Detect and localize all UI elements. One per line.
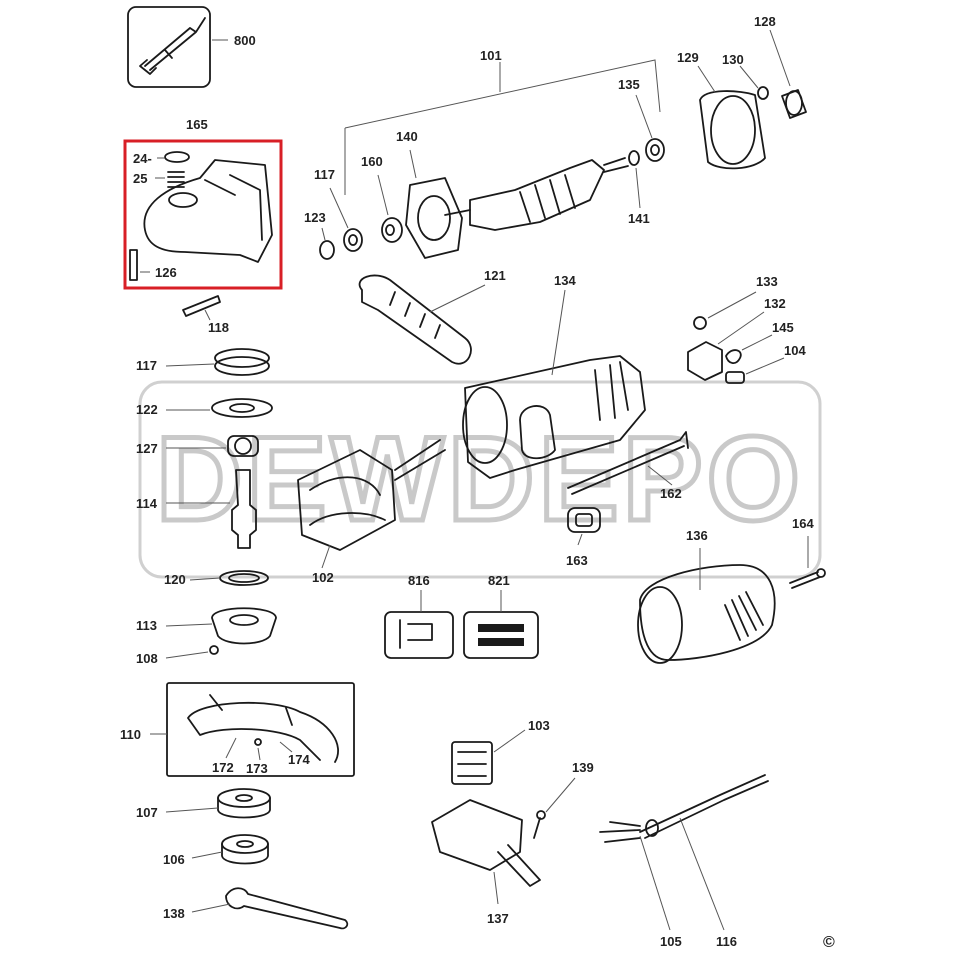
callout-label: 174	[288, 752, 310, 767]
part-116-cord-guard	[639, 774, 769, 931]
callout-label: 103	[528, 718, 550, 733]
part-165-gear-housing	[129, 151, 273, 281]
callout-label: 117	[314, 167, 335, 182]
callout-label: 165	[186, 117, 208, 132]
callout-label: 160	[361, 154, 383, 169]
part-129-rear-cap	[697, 65, 766, 170]
watermark-text: DEWDEPO	[156, 412, 804, 546]
callout-label: 110	[120, 727, 141, 742]
callout-label: 121	[484, 268, 506, 283]
callout-label: 136	[686, 528, 708, 543]
part-133-screw	[693, 291, 757, 330]
part-821-label	[463, 590, 539, 659]
part-164-screw	[789, 536, 826, 589]
part-106-nut	[191, 834, 269, 865]
callout-label: 118	[208, 320, 229, 335]
callout-label: 113	[136, 618, 157, 633]
callout-label: 164	[792, 516, 814, 531]
part-113-flange	[165, 607, 277, 645]
callout-label: 25	[133, 171, 147, 186]
part-136-rear-cover	[637, 548, 776, 664]
callout-label: 101	[480, 48, 502, 63]
callout-label: 132	[764, 296, 786, 311]
part-137-switch-housing	[431, 799, 541, 905]
callout-label: 162	[660, 486, 682, 501]
callout-label: 122	[136, 402, 158, 417]
callout-label: 24-	[133, 151, 152, 166]
callout-label: 173	[246, 761, 268, 776]
part-127-bearing	[166, 435, 259, 457]
callout-label: 145	[772, 320, 794, 335]
part-101-bracket	[344, 59, 661, 195]
watermark: DEWDEPO	[138, 380, 822, 579]
part-141-washer	[628, 150, 641, 209]
part-130-washer	[739, 65, 769, 100]
callout-label: 134	[554, 273, 576, 288]
callout-label: 120	[164, 572, 186, 587]
callout-label: 116	[716, 934, 737, 949]
highlight-box-165	[123, 139, 283, 290]
callout-label: 135	[618, 77, 640, 92]
part-118-bolt	[182, 295, 221, 321]
part-122-washer	[166, 398, 273, 418]
callouts: 800 165 24- 25 126 118 117 122 127 114 1…	[120, 14, 814, 949]
callout-label: 128	[754, 14, 776, 29]
copyright-mark: ©	[823, 934, 835, 951]
part-103-switch	[451, 729, 526, 785]
callout-label: 108	[136, 651, 158, 666]
part-132-brush-holder	[687, 311, 765, 381]
part-139-screw	[533, 777, 576, 839]
part-120-ring	[189, 570, 269, 586]
callout-label: 117	[136, 358, 157, 373]
copyright-text: ©	[823, 934, 835, 951]
callout-label: 816	[408, 573, 430, 588]
part-128-bearing	[769, 29, 807, 119]
part-117-bushing	[329, 187, 363, 252]
part-134-motor-housing	[462, 289, 646, 479]
callout-label: 126	[155, 265, 177, 280]
callout-label: 140	[396, 129, 418, 144]
callout-label: 800	[234, 33, 256, 48]
part-114-spindle	[166, 469, 257, 549]
part-160-bearing	[377, 174, 403, 243]
part-800-tool-icon	[127, 6, 228, 88]
part-145-spring	[725, 334, 773, 364]
part-107-flange	[165, 788, 271, 819]
callout-label: 137	[487, 911, 509, 926]
part-108-screw	[165, 645, 219, 659]
callout-label: 123	[304, 210, 326, 225]
callout-label: 130	[722, 52, 744, 67]
callout-label: 127	[136, 441, 158, 456]
callout-label: 139	[572, 760, 594, 775]
part-163-switch-button	[567, 507, 601, 546]
part-123-ring	[319, 227, 335, 260]
callout-label: 172	[212, 760, 234, 775]
part-117-gear	[165, 348, 270, 376]
part-110-guard-assembly	[150, 682, 355, 777]
callout-label: 107	[136, 805, 158, 820]
part-armature	[444, 157, 629, 231]
part-138-wrench	[191, 887, 349, 930]
part-121-side-handle	[358, 274, 486, 365]
callout-label: 163	[566, 553, 588, 568]
part-816-label	[384, 590, 454, 659]
callout-label: 106	[163, 852, 185, 867]
callout-label: 102	[312, 570, 334, 585]
callout-label: 129	[677, 50, 699, 65]
callout-label: 141	[628, 211, 650, 226]
callout-label: 105	[660, 934, 682, 949]
part-140-baffle	[405, 149, 463, 259]
part-135-bearing	[635, 94, 665, 162]
part-102-field	[297, 439, 446, 569]
callout-label: 104	[784, 343, 806, 358]
callout-label: 821	[488, 573, 510, 588]
part-105-cable-ends	[599, 821, 671, 931]
callout-label: 114	[136, 496, 158, 511]
part-162-cable	[567, 431, 689, 495]
callout-label: 138	[163, 906, 185, 921]
callout-label: 133	[756, 274, 778, 289]
part-104-brush	[725, 357, 785, 384]
